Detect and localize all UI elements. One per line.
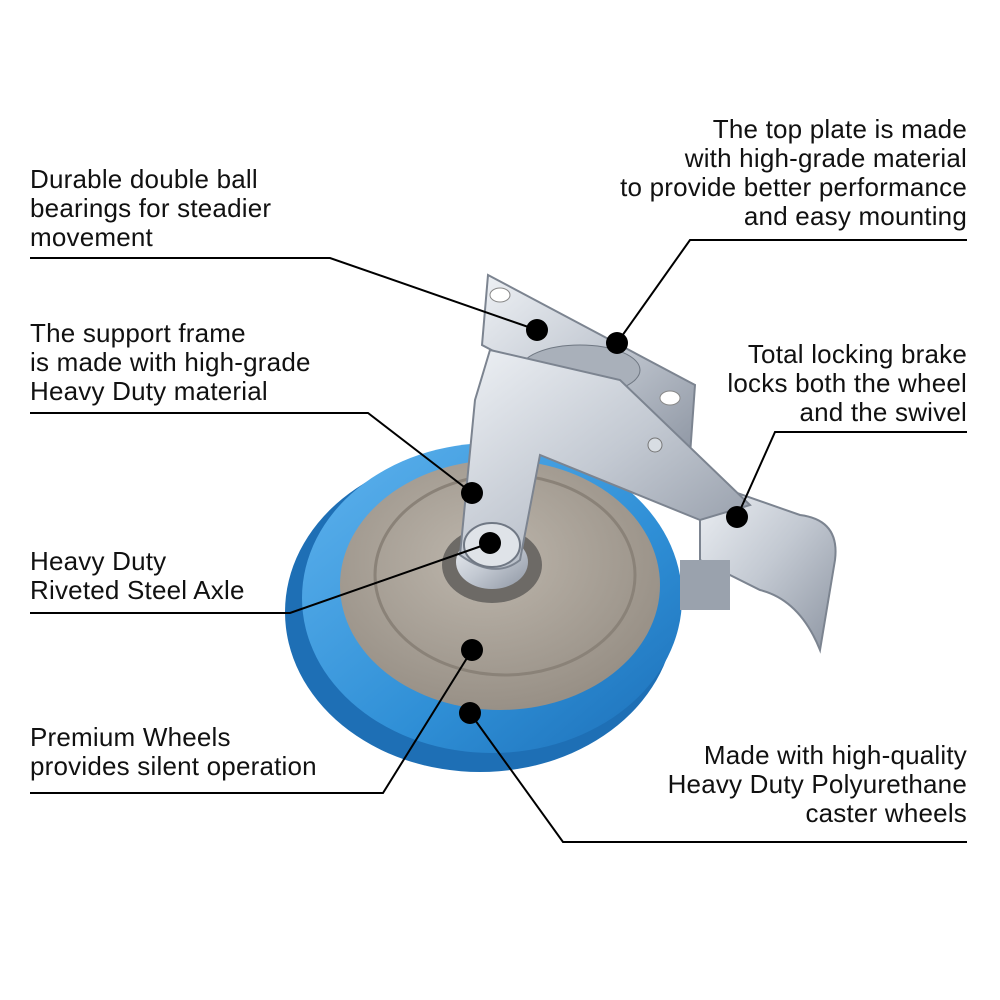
axle-dot — [479, 532, 501, 554]
brake-dot — [726, 506, 748, 528]
callout-axle: Heavy Duty Riveted Steel Axle — [30, 546, 245, 605]
callout-polyurethane: Made with high-quality Heavy Duty Polyur… — [667, 740, 967, 828]
support-frame — [458, 348, 752, 570]
callout-premium-wheels: Premium Wheels provides silent operation — [30, 722, 317, 781]
polyurethane-dot — [459, 702, 481, 724]
frame-dot — [461, 482, 483, 504]
wheels-dot — [461, 639, 483, 661]
callout-top-plate: The top plate is made with high-grade ma… — [620, 114, 967, 231]
top-plate-dot — [606, 332, 628, 354]
bearings-dot — [526, 319, 548, 341]
wheel — [285, 443, 682, 772]
callout-bearings: Durable double ball bearings for steadie… — [30, 164, 272, 252]
callout-lines — [30, 239, 967, 843]
callout-dots — [459, 319, 748, 724]
callout-brake: Total locking brake locks both the wheel… — [727, 339, 967, 427]
callout-support-frame: The support frame is made with high-grad… — [30, 318, 311, 406]
